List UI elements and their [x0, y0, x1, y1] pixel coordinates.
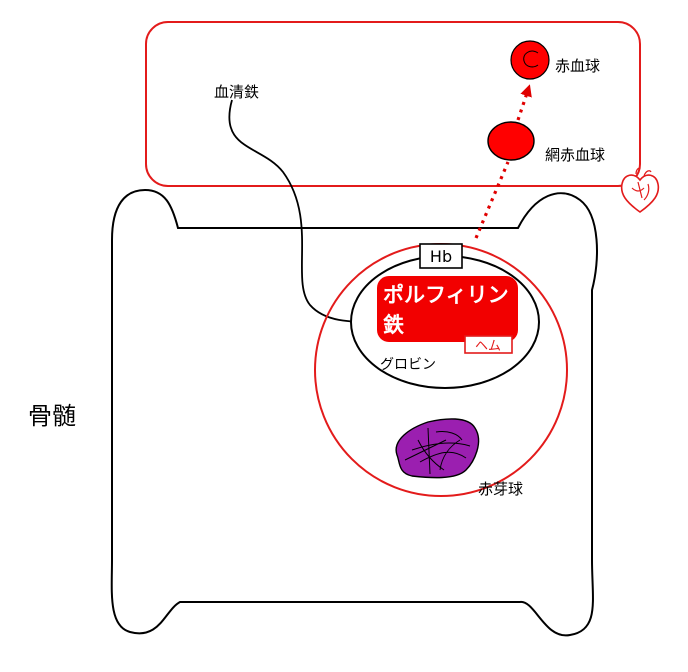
maturation-arrow: [474, 161, 510, 239]
serum-iron-label: 血清鉄: [214, 83, 259, 101]
bone-marrow-outline: [110, 188, 598, 637]
bone-marrow-label: 骨髄: [28, 402, 76, 430]
hb-label: Hb: [430, 247, 452, 266]
iron-label: 鉄: [383, 313, 404, 337]
rbc-label: 赤血球: [555, 57, 600, 75]
globin-label: グロビン: [380, 357, 436, 373]
nucleus-chromatin: [404, 427, 471, 475]
hb-box: [419, 243, 463, 269]
reticulocyte-cell: [487, 121, 535, 161]
reticulocyte-label: 網赤血球: [545, 146, 605, 164]
heart-icon: [620, 167, 660, 213]
maturation-arrow-upper: [516, 84, 532, 121]
nucleus: [395, 418, 480, 479]
porphyrin-label: ポルフィリン: [383, 283, 509, 307]
erythroblast-label: 赤芽球: [478, 480, 523, 498]
rbc-center-mark: [523, 50, 539, 68]
serum-iron-arrow: [228, 99, 376, 322]
red-blood-cell: [510, 40, 550, 80]
heme-label: ヘム: [475, 339, 501, 354]
porphyrin-block: [377, 276, 518, 342]
heme-tag: [464, 335, 513, 354]
